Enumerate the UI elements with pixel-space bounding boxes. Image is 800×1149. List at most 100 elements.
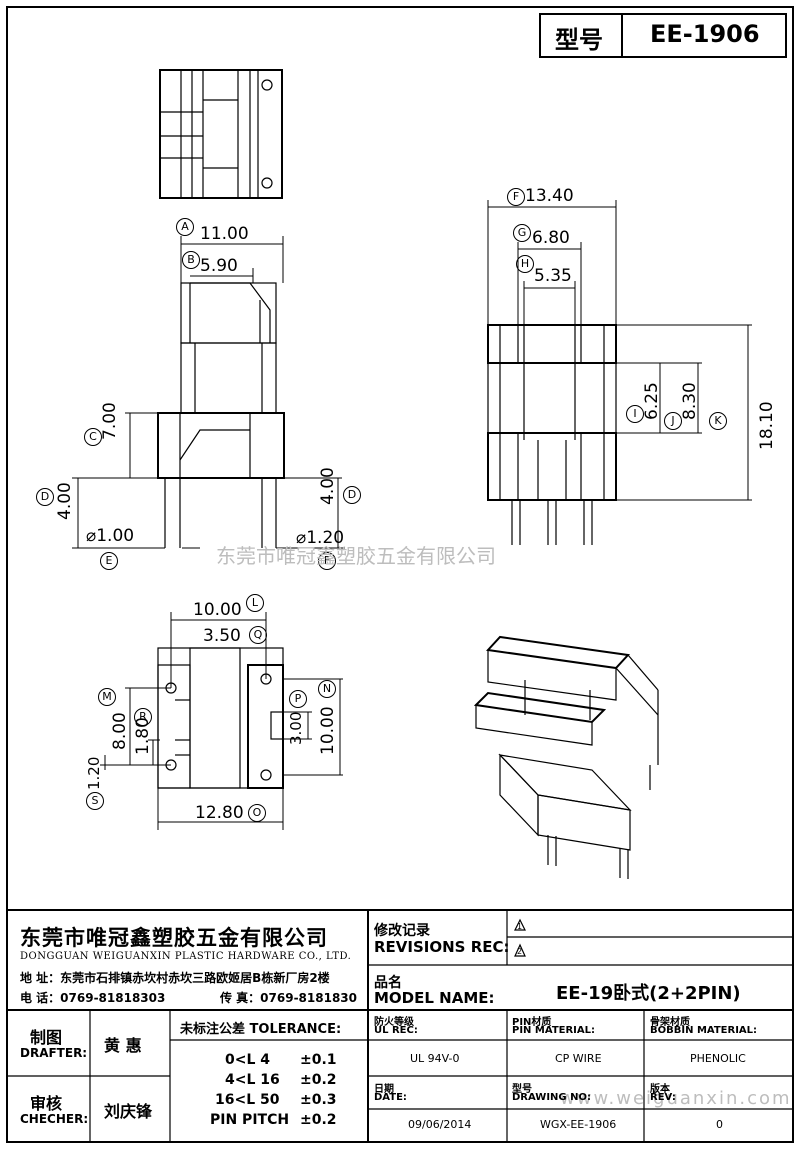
dim-q-value: 3.50	[203, 626, 241, 646]
revision-2: 2	[517, 947, 523, 956]
dim-l-value: 10.00	[193, 600, 242, 620]
dim-g-value: 6.80	[532, 228, 570, 248]
side-dims	[487, 200, 752, 501]
title-block-lines	[7, 13, 793, 1142]
dim-h-value: 5.35	[534, 266, 572, 286]
model-name-label-cn: 品名	[374, 975, 402, 991]
date-label-cn: 日期	[374, 1084, 394, 1095]
marker-f13: F	[507, 188, 525, 206]
bottom-view	[157, 647, 284, 789]
rev-value: 0	[716, 1118, 723, 1131]
marker-h: H	[516, 255, 534, 273]
dim-c-value: 7.00	[100, 402, 120, 440]
ul-label-en: UL REC:	[374, 1025, 418, 1036]
marker-m: M	[98, 688, 116, 706]
rev-label-en: REV:	[650, 1092, 676, 1103]
pin-value: CP WIRE	[555, 1052, 602, 1065]
marker-p: P	[289, 690, 307, 708]
dim-f-value: ⌀1.20	[296, 528, 345, 548]
date-value: 09/06/2014	[408, 1118, 472, 1131]
marker-g: G	[513, 224, 531, 242]
drawing-label-en: DRAWING NO:	[512, 1092, 591, 1103]
bobbin-label-en: BOBBIN MATERIAL:	[650, 1025, 758, 1036]
marker-o: O	[248, 804, 266, 822]
pin-label-en: PIN MATERIAL:	[512, 1025, 595, 1036]
ul-label-cn: 防火等级	[374, 1017, 414, 1028]
dim-j-value: 8.30	[680, 382, 700, 420]
watermark-company: 东莞市唯冠鑫塑胶五金有限公司	[216, 544, 496, 568]
dim-f13-value: 13.40	[525, 186, 574, 206]
marker-a: A	[176, 218, 194, 236]
model-value: EE-1906	[650, 20, 760, 48]
tol-range-1: 4<L 16	[225, 1072, 280, 1088]
marker-e: E	[100, 552, 118, 570]
watermark-url: www.weiguanxin.com	[560, 1088, 792, 1109]
dim-k-value: 18.10	[757, 401, 777, 450]
marker-q: Q	[249, 626, 267, 644]
model-label: 型号	[555, 26, 603, 54]
front-dims	[72, 236, 345, 549]
drawing-border	[6, 6, 794, 1143]
tol-value-3: ±0.2	[300, 1112, 337, 1128]
marker-k: K	[709, 412, 727, 430]
marker-d: D	[36, 488, 54, 506]
dim-p-value: 3.00	[287, 711, 305, 745]
revisions-label-cn: 修改记录	[374, 923, 430, 939]
ul-value: UL 94V-0	[410, 1052, 460, 1065]
tol-value-0: ±0.1	[300, 1052, 337, 1068]
company-name-en: DONGGUAN WEIGUANXIN PLASTIC HARDWARE CO.…	[20, 951, 352, 962]
company-address: 地 址：东莞市石排镇赤坎村赤坎三路欧姬居B栋新厂房2楼	[20, 971, 330, 985]
front-view	[157, 282, 285, 548]
drafter-label-en: DRAFTER:	[20, 1046, 88, 1060]
tol-value-1: ±0.2	[300, 1072, 337, 1088]
bottom-dims	[100, 612, 343, 830]
pin-label-cn: PIN材质	[512, 1017, 552, 1028]
marker-r: R	[134, 708, 152, 726]
checker-label-en: CHECHER:	[20, 1112, 89, 1126]
tol-range-0: 0<L 4	[225, 1052, 271, 1068]
rev-label-cn: 版本	[650, 1084, 670, 1095]
date-label-en: DATE:	[374, 1092, 407, 1103]
drafter-name: 黄 惠	[104, 1036, 142, 1055]
dim-d2-value: 4.00	[318, 467, 338, 505]
marker-s: S	[86, 792, 104, 810]
bobbin-value: PHENOLIC	[690, 1052, 746, 1065]
isometric-view	[473, 635, 659, 879]
marker-l: L	[246, 594, 264, 612]
revisions-label-en: REVISIONS REC:	[374, 938, 510, 956]
tol-range-2: 16<L 50	[215, 1092, 280, 1108]
dim-e-value: ⌀1.00	[86, 526, 135, 546]
dim-a-value: 11.00	[200, 224, 249, 244]
company-name-cn: 东莞市唯冠鑫塑胶五金有限公司	[20, 926, 328, 950]
tolerance-title: 未标注公差 TOLERANCE:	[180, 1022, 342, 1037]
dim-o-value: 12.80	[195, 803, 244, 823]
drafter-label-cn: 制图	[30, 1028, 63, 1047]
marker-c: C	[84, 428, 102, 446]
checker-label-cn: 审核	[30, 1094, 63, 1113]
bobbin-label-cn: 骨架材质	[650, 1017, 690, 1028]
model-name-value: EE-19卧式(2+2PIN)	[556, 983, 741, 1004]
marker-n: N	[318, 680, 336, 698]
drawing-value: WGX-EE-1906	[540, 1118, 617, 1131]
side-view	[487, 324, 617, 545]
marker-b: B	[182, 251, 200, 269]
company-phone: 电 话：0769-81818303	[20, 991, 166, 1005]
dim-d-value: 4.00	[55, 482, 75, 520]
dim-m-value: 8.00	[110, 712, 130, 750]
marker-j: J	[664, 412, 682, 430]
marker-d2: D	[343, 486, 361, 504]
top-view	[159, 69, 283, 199]
dim-n-value: 10.00	[318, 706, 338, 755]
dim-b-value: 5.90	[200, 256, 238, 276]
marker-f: F	[318, 552, 336, 570]
marker-i: I	[626, 405, 644, 423]
revision-1: 1	[517, 922, 523, 931]
tol-value-2: ±0.3	[300, 1092, 337, 1108]
company-fax: 传 真：0769-8181830	[220, 991, 358, 1005]
checker-name: 刘庆锋	[104, 1102, 153, 1121]
dim-i-value: 6.25	[642, 382, 662, 420]
drawing-label-cn: 型号	[512, 1084, 532, 1095]
model-name-label-en: MODEL NAME:	[374, 989, 495, 1007]
dim-s-value: 1.20	[85, 756, 103, 790]
